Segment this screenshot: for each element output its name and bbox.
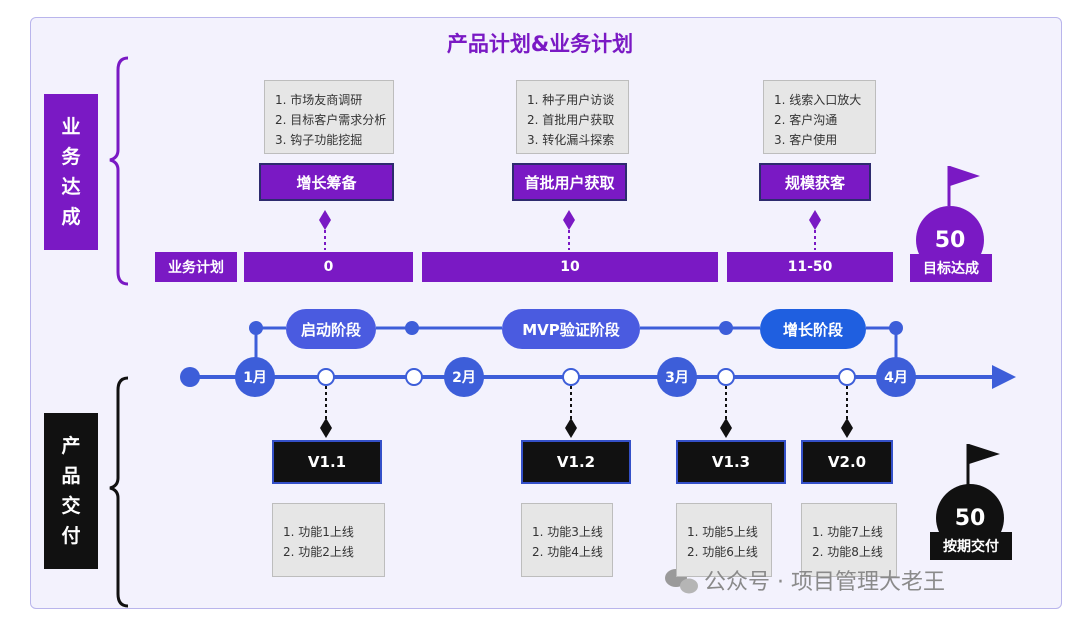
product-char-4: 付 (61, 525, 81, 547)
product-char-3: 交 (61, 495, 81, 517)
delivery-goal-label: 按期交付 (930, 532, 1012, 560)
stage-connector-2 (563, 210, 575, 250)
note-item: 3. 转化漏斗探索 (527, 133, 615, 147)
note-item: 2. 功能2上线 (283, 545, 354, 559)
version-notes-3: 1. 功能5上线 2. 功能6上线 (676, 503, 772, 577)
note-item: 1. 功能5上线 (687, 525, 758, 539)
note-item: 3. 客户使用 (774, 133, 838, 147)
month-marker-2: 2月 (444, 357, 484, 397)
stage-box-2: 首批用户获取 (512, 163, 627, 201)
version-box-3: V1.3 (676, 440, 786, 484)
note-item: 1. 功能7上线 (812, 525, 883, 539)
version-connectors (320, 386, 853, 438)
version-box-2: V1.2 (521, 440, 631, 484)
note-item: 2. 功能8上线 (812, 545, 883, 559)
note-item: 1. 功能1上线 (283, 525, 354, 539)
business-plan-value-1: 0 (244, 252, 413, 282)
business-goal-label: 目标达成 (910, 254, 992, 282)
watermark-text: 公众号 · 项目管理大老王 (704, 570, 945, 595)
business-char-3: 达 (61, 176, 81, 198)
stage-notes-3: 1. 线索入口放大 2. 客户沟通 3. 客户使用 (763, 80, 876, 154)
business-char-2: 务 (61, 146, 81, 168)
product-section-label: 产 品 交 付 (44, 413, 98, 569)
note-item: 2. 功能4上线 (532, 545, 603, 559)
phase-connectors (249, 321, 903, 358)
product-char-1: 产 (61, 435, 81, 457)
stage-box-3: 规模获客 (759, 163, 871, 201)
month-marker-1: 1月 (235, 357, 275, 397)
diagram-title: 产品计划&业务计划 (446, 32, 634, 56)
phase-growth: 增长阶段 (760, 309, 866, 349)
business-plan-value-3: 11-50 (727, 252, 893, 282)
month-marker-4: 4月 (876, 357, 916, 397)
version-notes-1: 1. 功能1上线 2. 功能2上线 (272, 503, 385, 577)
business-char-1: 业 (61, 116, 81, 138)
version-box-4: V2.0 (801, 440, 893, 484)
business-section-label: 业 务 达 成 (44, 94, 98, 250)
stage-connector-1 (319, 210, 331, 250)
note-item: 2. 首批用户获取 (527, 113, 615, 127)
phase-mvp: MVP验证阶段 (502, 309, 640, 349)
note-item: 1. 市场友商调研 (275, 93, 363, 107)
note-item: 2. 功能6上线 (687, 545, 758, 559)
business-goal-value: 50 (934, 227, 966, 253)
version-box-1: V1.1 (272, 440, 382, 484)
delivery-flag-icon (966, 444, 1000, 486)
version-notes-2: 1. 功能3上线 2. 功能4上线 (521, 503, 613, 577)
note-item: 2. 客户沟通 (774, 113, 838, 127)
note-item: 1. 种子用户访谈 (527, 93, 615, 107)
goal-flag-icon (947, 166, 980, 206)
product-char-2: 品 (61, 465, 81, 487)
phase-start: 启动阶段 (286, 309, 376, 349)
business-plan-label: 业务计划 (155, 252, 237, 282)
version-notes-4: 1. 功能7上线 2. 功能8上线 (801, 503, 897, 577)
business-plan-value-2: 10 (422, 252, 718, 282)
month-marker-3: 3月 (657, 357, 697, 397)
timeline-hollow-nodes (317, 368, 856, 386)
stage-box-1: 增长筹备 (259, 163, 394, 201)
note-item: 1. 线索入口放大 (774, 93, 862, 107)
note-item: 1. 功能3上线 (532, 525, 603, 539)
note-item: 2. 目标客户需求分析 (275, 113, 387, 127)
product-bracket (109, 376, 129, 608)
stage-notes-1: 1. 市场友商调研 2. 目标客户需求分析 3. 钩子功能挖掘 (264, 80, 394, 154)
business-bracket (109, 56, 129, 286)
business-char-4: 成 (61, 206, 81, 228)
delivery-goal-value: 50 (954, 505, 986, 531)
note-item: 3. 钩子功能挖掘 (275, 133, 363, 147)
stage-connector-3 (809, 210, 821, 250)
stage-notes-2: 1. 种子用户访谈 2. 首批用户获取 3. 转化漏斗探索 (516, 80, 629, 154)
